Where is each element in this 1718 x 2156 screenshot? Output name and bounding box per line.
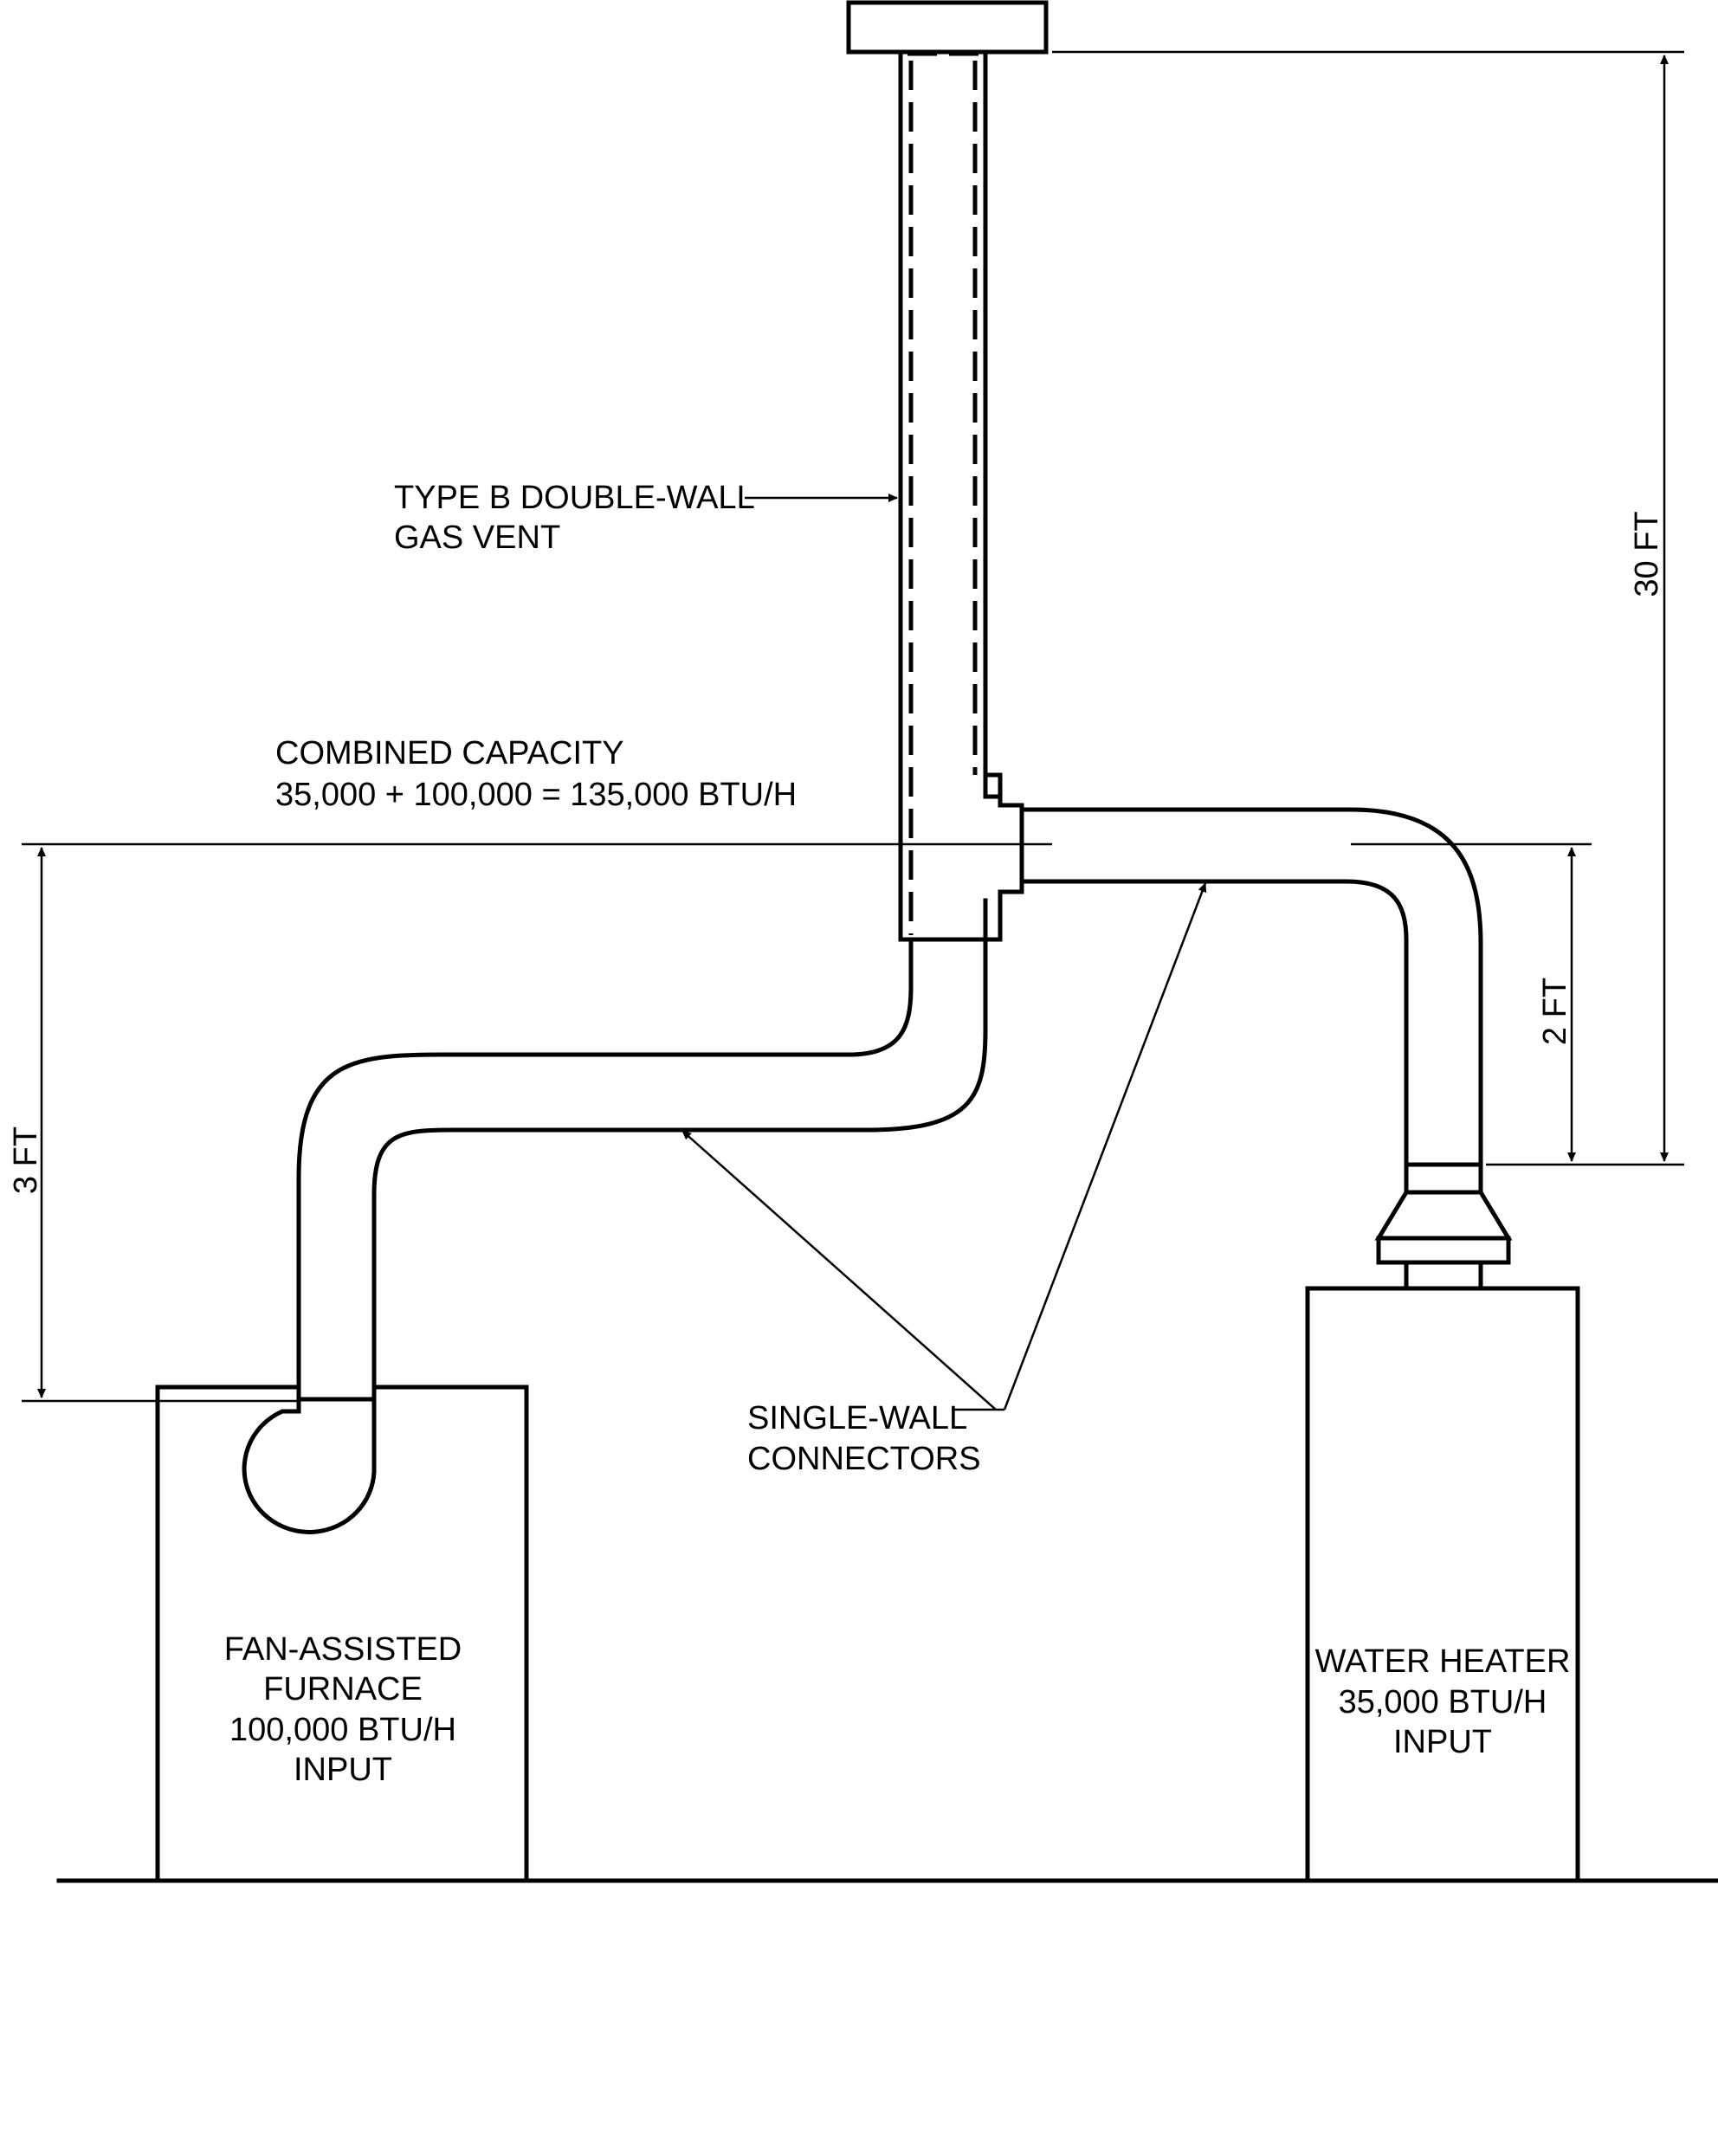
dimension-heater-rise: 2 FT [1351,842,1592,1162]
furnace-unit [155,1385,529,1883]
heater-rise-label: 2 FT [1537,978,1573,1045]
capacity-label: COMBINED CAPACITY 35,000 + 100,000 = 135… [275,735,797,813]
furnace-rise-label: 3 FT [8,1126,44,1194]
blower-housing-icon [242,1385,377,1534]
furnace-label-line4: INPUT [294,1752,392,1788]
furnace-connector-pipe [296,937,988,1390]
capacity-label-line1: COMBINED CAPACITY [275,735,624,771]
furnace-label-line3: 100,000 BTU/H [229,1712,456,1748]
capacity-label-line2: 35,000 + 100,000 = 135,000 BTU/H [275,777,797,813]
heater-connector-pipe [1019,807,1483,1167]
dimension-furnace-rise: 3 FT [8,842,1052,1403]
vent-label-line2: GAS VENT [394,520,560,556]
heater-label-line2: 35,000 BTU/H [1339,1684,1547,1720]
vent-height-label: 30 FT [1629,511,1665,597]
furnace-label-line2: FURNACE [263,1671,423,1707]
heater-label-line3: INPUT [1393,1724,1492,1760]
dimension-vent-height: 30 FT [1052,50,1684,1166]
vent-label-line1: TYPE B DOUBLE-WALL [394,480,755,516]
leader-lines [681,494,1207,1411]
heater-label: WATER HEATER 35,000 BTU/H INPUT [1315,1643,1571,1760]
connectors-label: SINGLE-WALL CONNECTORS [747,1400,981,1477]
heater-label-line1: WATER HEATER [1315,1643,1571,1680]
vent-label: TYPE B DOUBLE-WALL GAS VENT [394,480,755,556]
connectors-label-line2: CONNECTORS [747,1441,981,1477]
vent-cap-icon [846,0,1049,55]
water-heater-unit [1305,1162,1580,1883]
draft-hood-icon [1374,1190,1513,1241]
connectors-label-line1: SINGLE-WALL [747,1400,967,1436]
furnace-label: FAN-ASSISTED FURNACE 100,000 BTU/H INPUT [224,1631,462,1788]
furnace-label-line1: FAN-ASSISTED [224,1631,462,1668]
type-b-vent [846,0,1049,942]
